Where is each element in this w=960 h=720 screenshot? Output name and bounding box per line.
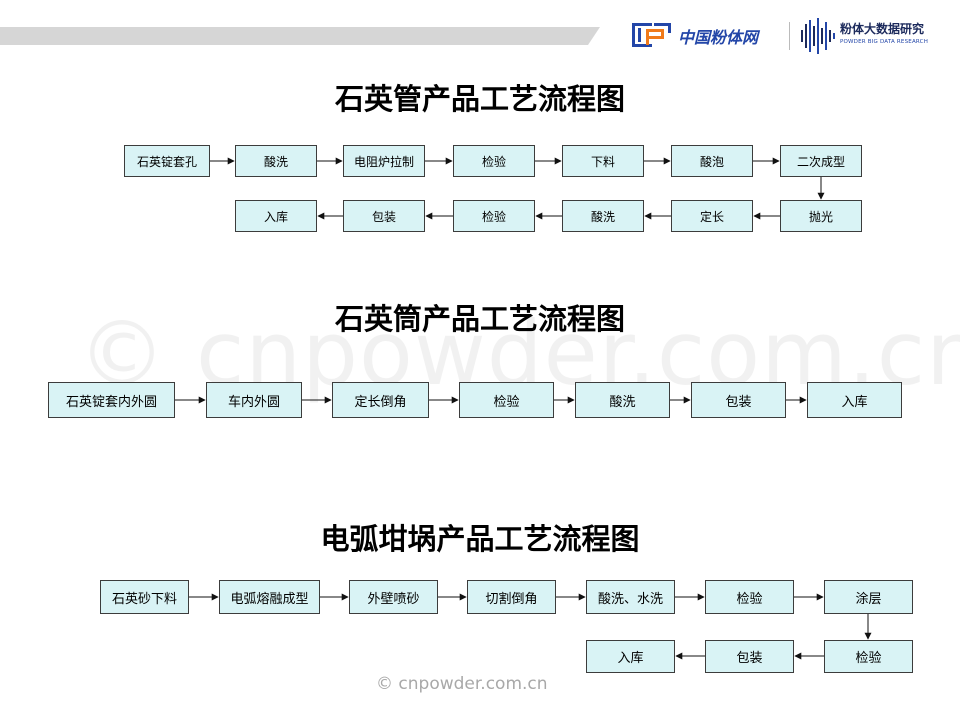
flow-step: 涂层 xyxy=(824,580,913,614)
logo2-text-en: POWDER BIG DATA RESEARCH xyxy=(840,39,929,45)
flow-step: 检验 xyxy=(453,200,535,232)
flow-step: 车内外圆 xyxy=(206,382,302,418)
watermark-small: © cnpowder.com.cn xyxy=(376,674,548,694)
flow-step: 包装 xyxy=(691,382,786,418)
flow-step: 外壁喷砂 xyxy=(349,580,438,614)
section3-title: 电弧坩埚产品工艺流程图 xyxy=(320,522,640,556)
flow-step: 电阻炉拉制 xyxy=(343,145,425,177)
flow-step: 检验 xyxy=(459,382,554,418)
flow-step: 检验 xyxy=(453,145,535,177)
flow-step: 切割倒角 xyxy=(467,580,556,614)
flow-step: 包装 xyxy=(343,200,425,232)
header-bar xyxy=(0,27,600,45)
section1-title: 石英管产品工艺流程图 xyxy=(334,82,625,116)
flow-step: 检验 xyxy=(824,640,913,673)
flow-step: 石英锭套孔 xyxy=(124,145,210,177)
flow-step: 包装 xyxy=(705,640,794,673)
flow-step: 酸洗、水洗 xyxy=(586,580,675,614)
flow-step: 入库 xyxy=(586,640,675,673)
bar-chart-logo-icon xyxy=(801,18,835,54)
flow-step: 定长 xyxy=(671,200,753,232)
flow-step: 酸洗 xyxy=(562,200,644,232)
cnpowder-logo-icon xyxy=(632,23,671,47)
logo-divider xyxy=(789,22,790,50)
logo2-text-cn: 粉体大数据研究 xyxy=(840,22,925,36)
flow-step: 酸洗 xyxy=(575,382,670,418)
cnpowder-logo: 中国粉体网 xyxy=(628,18,778,52)
powder-big-data-logo: 粉体大数据研究 POWDER BIG DATA RESEARCH xyxy=(800,16,945,56)
flow-step: 酸泡 xyxy=(671,145,753,177)
flow-step: 定长倒角 xyxy=(332,382,429,418)
section2-title: 石英筒产品工艺流程图 xyxy=(334,302,625,336)
flow-step: 下料 xyxy=(562,145,644,177)
flow-step: 石英砂下料 xyxy=(100,580,189,614)
flow-step: 抛光 xyxy=(780,200,862,232)
flow-step: 入库 xyxy=(235,200,317,232)
flow-step: 石英锭套内外圆 xyxy=(48,382,175,418)
flow-step: 入库 xyxy=(807,382,902,418)
flow-step: 电弧熔融成型 xyxy=(219,580,320,614)
cnpowder-logo-text: 中国粉体网 xyxy=(678,28,759,47)
flow-step: 酸洗 xyxy=(235,145,317,177)
flow-step: 二次成型 xyxy=(780,145,862,177)
flow-step: 检验 xyxy=(705,580,794,614)
